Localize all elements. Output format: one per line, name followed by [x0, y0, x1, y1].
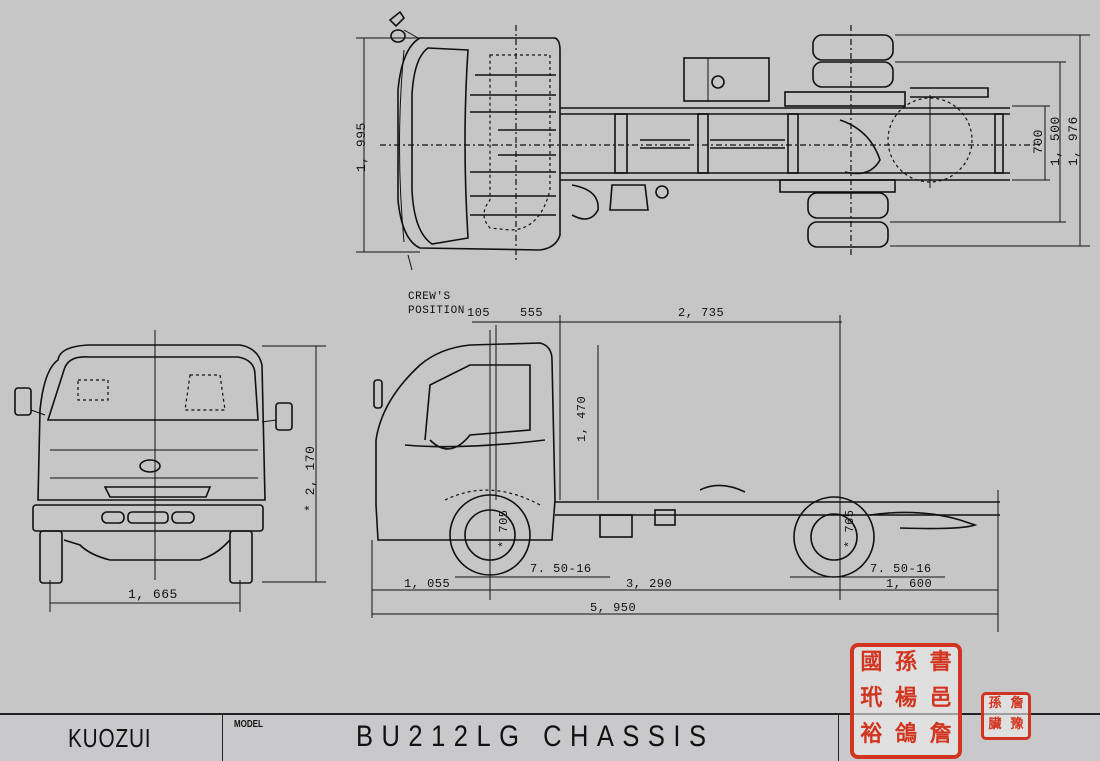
front-view: [14, 330, 326, 612]
dim-rear-wheel-dia: * 765: [843, 509, 857, 548]
model-label: MODEL: [234, 719, 263, 730]
front-tire-size: 7. 50-16: [530, 562, 592, 576]
seal-char: 孫: [894, 649, 917, 675]
seal-char: 鴿: [894, 721, 917, 747]
dim-cab-height: 1, 470: [575, 395, 589, 442]
dim-rear-track: 1, 500: [1048, 116, 1063, 166]
dim-overall-height: * 2, 170: [303, 445, 318, 512]
seal-char: 楊: [894, 685, 917, 711]
seal-char: 裕: [860, 721, 883, 747]
dim-rear-overhang: 1, 600: [886, 577, 933, 591]
seal-char: 孫: [988, 696, 1002, 711]
dim-overall-length: 5, 950: [590, 601, 637, 615]
model-value: BU212LG CHASSIS: [356, 720, 715, 753]
rear-tire-size: 7. 50-16: [870, 562, 932, 576]
dim-top-rear-width: 1, 976: [1066, 116, 1081, 166]
seal-char: 玳: [860, 685, 883, 711]
crew-label-line1: CREW'S: [408, 291, 451, 303]
dim-top-front-width: 1, 995: [354, 122, 369, 172]
crew-label-line2: POSITION: [408, 305, 465, 317]
seal-char: 邑: [929, 685, 952, 711]
seal-char: 詹: [929, 721, 952, 747]
seal-char: 書: [929, 649, 952, 675]
manufacturer-name: KUOZUI: [68, 723, 152, 753]
dim-front-overhang: 1, 055: [404, 577, 451, 591]
top-view: [356, 10, 1090, 271]
model-cell: MODEL BU212LG CHASSIS: [222, 715, 838, 761]
seal-char: 國: [860, 649, 883, 675]
crew-position-label: CREW'S POSITION: [408, 290, 465, 318]
red-seal-large: 國 孫 書 玳 楊 邑 裕 鴿 詹: [850, 643, 962, 759]
dim-front-wheel-dia: * 705: [497, 509, 511, 548]
side-view: [371, 315, 1000, 632]
manufacturer-cell: KUOZUI: [0, 715, 223, 761]
seal-char: 臟: [988, 717, 1002, 732]
seal-cell: [838, 715, 1100, 761]
dim-cab-to-axle: 555: [520, 306, 544, 320]
seal-char: 詹: [1010, 696, 1024, 711]
red-seal-small: 孫 詹 臟 豫: [981, 692, 1031, 740]
dim-wheelbase: 3, 290: [626, 577, 673, 591]
dim-front-track: 1, 665: [128, 587, 178, 602]
dim-cab-back-to-frame-end: 2, 735: [678, 306, 725, 320]
seal-char: 豫: [1010, 717, 1024, 732]
dim-crew-offset: 105: [467, 306, 491, 320]
dim-frame-width: 700: [1031, 129, 1046, 154]
